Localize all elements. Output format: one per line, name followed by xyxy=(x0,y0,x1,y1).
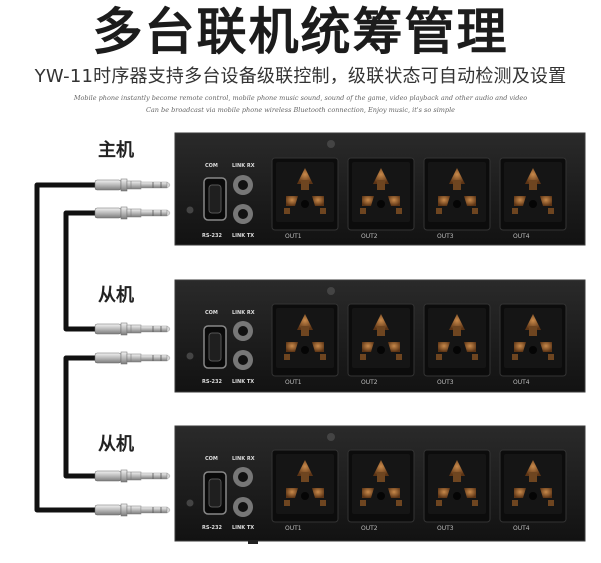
page-title: 多台联机统筹管理 xyxy=(92,3,509,61)
link-cables xyxy=(34,182,95,513)
rs232-label-slave-1: RS-232 xyxy=(202,379,222,385)
link-rx-label-slave-1: LINK RX xyxy=(232,310,255,316)
outlet-label: OUT2 xyxy=(361,233,378,240)
com-label-slave-1: COM xyxy=(205,310,218,316)
outlet-label: OUT2 xyxy=(361,379,378,386)
sequencer-unit-slave-1 xyxy=(174,279,586,393)
sequencer-unit-master xyxy=(174,132,586,246)
link-rx-label-master: LINK RX xyxy=(232,163,255,169)
outlet-label: OUT1 xyxy=(285,233,302,240)
outlet-label: OUT4 xyxy=(513,233,530,240)
outlet-label: OUT3 xyxy=(437,233,454,240)
com-label-master: COM xyxy=(205,163,218,169)
outlet-label: OUT4 xyxy=(513,525,530,532)
master-unit-label: 主机 xyxy=(98,140,134,161)
link-tx-label-slave-2: LINK TX xyxy=(232,525,254,531)
tagline-line-2: Can be broadcast via mobile phone wirele… xyxy=(145,106,456,114)
rs232-label-slave-2: RS-232 xyxy=(202,525,222,531)
outlet-label: OUT3 xyxy=(437,525,454,532)
slave-unit-label-1: 从机 xyxy=(98,285,134,306)
audio-jack-plugs xyxy=(94,178,171,517)
tagline-line-1: Mobile phone instantly become remote con… xyxy=(73,94,528,102)
link-rx-label-slave-2: LINK RX xyxy=(232,456,255,462)
outlet-label: OUT2 xyxy=(361,525,378,532)
page-subtitle: YW-11时序器支持多台设备级联控制，级联状态可自动检测及设置 xyxy=(34,66,567,87)
com-label-slave-2: COM xyxy=(205,456,218,462)
sequencer-unit-slave-2 xyxy=(174,425,586,544)
outlet-label: OUT3 xyxy=(437,379,454,386)
slave-unit-label-2: 从机 xyxy=(98,434,134,455)
outlet-label: OUT1 xyxy=(285,379,302,386)
rs232-label-master: RS-232 xyxy=(202,233,222,239)
link-tx-label-master: LINK TX xyxy=(232,233,254,239)
outlet-label: OUT1 xyxy=(285,525,302,532)
outlet-label: OUT4 xyxy=(513,379,530,386)
link-tx-label-slave-1: LINK TX xyxy=(232,379,254,385)
